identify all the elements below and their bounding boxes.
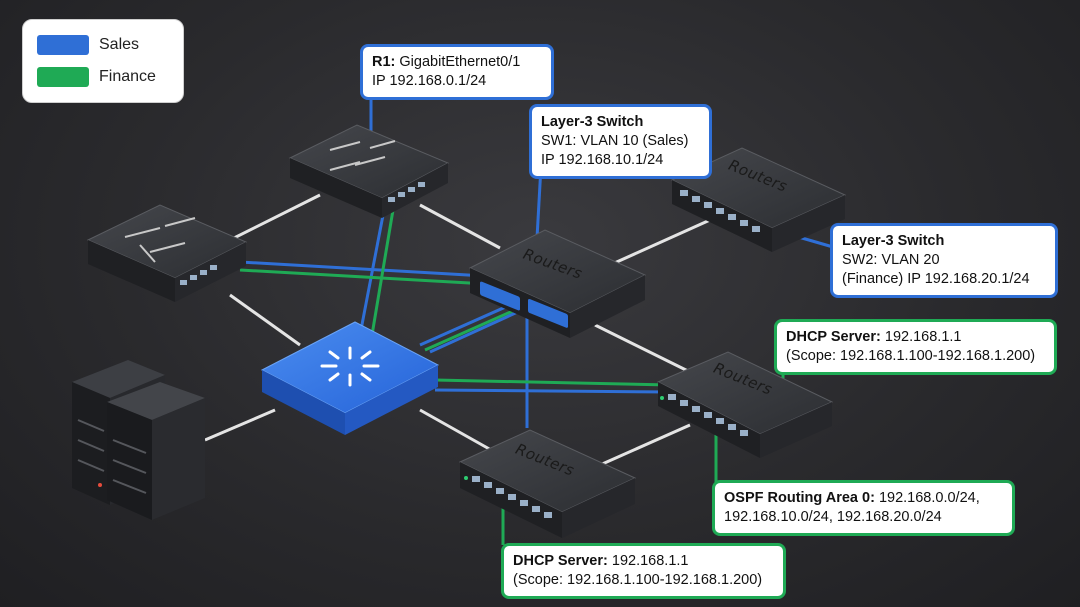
- finance-link-core-center: [424, 308, 516, 352]
- callout-dhcp-bottom: DHCP Server: 192.168.1.1 (Scope: 192.168…: [501, 543, 786, 599]
- callout-ospf-title: OSPF Routing Area 0:: [724, 490, 875, 506]
- link-center-topright: [609, 218, 711, 267]
- left-router-port-icons: [180, 265, 217, 285]
- core-switch-arrows-icon: [320, 346, 380, 387]
- callout-r1: R1: GigabitEthernet0/1 IP 192.168.0.1/24: [360, 44, 554, 100]
- sales-link-core-right: [434, 388, 671, 394]
- link-center-right: [594, 323, 691, 374]
- callout-sw1-line2: IP 192.168.10.1/24: [541, 152, 664, 168]
- router-center[interactable]: Routers: [468, 229, 647, 338]
- ethernet-links: [204, 193, 711, 467]
- router-r1[interactable]: [288, 124, 450, 218]
- router-bottom[interactable]: Routers: [458, 429, 637, 538]
- sales-link-r1-core: [358, 209, 386, 336]
- legend-label-sales: Sales: [99, 36, 140, 53]
- callout-dhcp-bottom-title: DHCP Server:: [513, 553, 608, 569]
- sales-link-core-center-1: [419, 303, 511, 347]
- link-left-r1: [229, 193, 321, 242]
- finance-link-r1-core: [370, 209, 395, 336]
- core-switch[interactable]: [260, 321, 440, 435]
- link-bottom-right: [599, 423, 691, 467]
- server-tower-icon: [72, 360, 205, 520]
- router-right[interactable]: Routers: [656, 351, 834, 458]
- r1-port-icons: [388, 182, 425, 202]
- callout-ospf-line1: 192.168.0.0/24,: [878, 490, 980, 506]
- sales-link-core-center-2: [429, 308, 523, 354]
- link-core-bottom: [419, 408, 501, 457]
- right-port-icons: [668, 394, 748, 436]
- legend-swatch-finance: [37, 67, 89, 87]
- callout-sw1-title: Layer-3 Switch: [541, 114, 644, 130]
- finance-links: [239, 209, 671, 387]
- callout-dhcp-bottom-line2: (Scope: 192.168.1.100-192.168.1.200): [513, 572, 763, 588]
- left-router-arrows-icon: [124, 217, 196, 263]
- legend-swatch-sales: [37, 35, 89, 55]
- callout-dhcp-right-line1: 192.168.1.1: [884, 329, 962, 345]
- callout-r1-line1: GigabitEthernet0/1: [399, 54, 521, 70]
- callout-dhcp-right-line2: (Scope: 192.168.1.100-192.168.1.200): [786, 348, 1036, 364]
- r1-arrows-icon: [329, 140, 396, 171]
- callout-ospf-line2: 192.168.10.0/24, 192.168.20.0/24: [724, 509, 942, 525]
- bottom-port-icons: [472, 476, 552, 518]
- router-left[interactable]: [86, 204, 248, 302]
- callout-sw2-title: Layer-3 Switch: [842, 233, 945, 249]
- center-sales-ports-icon: [480, 281, 568, 328]
- legend-item-finance: Finance: [37, 67, 156, 87]
- link-server-core: [204, 408, 276, 442]
- callout-ospf: OSPF Routing Area 0: 192.168.0.0/24, 192…: [712, 480, 1015, 536]
- finance-link-left-center: [239, 268, 506, 287]
- callout-sw1-line1: SW1: VLAN 10 (Sales): [541, 133, 689, 149]
- callout-sw2-line1: SW2: VLAN 20: [842, 252, 940, 268]
- callout-sw2: Layer-3 Switch SW2: VLAN 20 (Finance) IP…: [830, 223, 1058, 298]
- callout-dhcp-right: DHCP Server: 192.168.1.1 (Scope: 192.168…: [774, 319, 1057, 375]
- link-r1-center: [419, 203, 501, 250]
- callout-sw1: Layer-3 Switch SW1: VLAN 10 (Sales) IP 1…: [529, 104, 712, 179]
- finance-link-core-right: [434, 378, 671, 387]
- callout-dhcp-right-title: DHCP Server:: [786, 329, 881, 345]
- callout-r1-line2: IP 192.168.0.1/24: [372, 73, 487, 89]
- legend-item-sales: Sales: [37, 35, 139, 55]
- callout-r1-title: R1:: [372, 54, 396, 70]
- callout-dhcp-bottom-line1: 192.168.1.1: [611, 553, 689, 569]
- callout-sw2-line2: (Finance) IP 192.168.20.1/24: [842, 271, 1030, 287]
- legend: Sales Finance: [22, 19, 184, 103]
- topright-port-icons: [680, 190, 760, 232]
- link-left-core: [229, 293, 301, 347]
- legend-label-finance: Finance: [99, 68, 156, 85]
